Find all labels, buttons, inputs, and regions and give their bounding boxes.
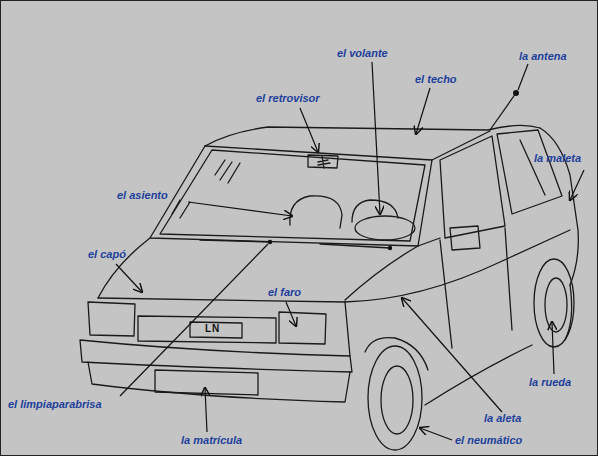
part-label: el capó <box>88 247 126 261</box>
part-label: el limpiaparabrisa <box>8 397 102 411</box>
part-label: la maleta <box>534 151 581 165</box>
part-label: el techo <box>415 72 457 86</box>
part-label: la antena <box>519 49 567 63</box>
part-label: el volante <box>337 46 388 60</box>
part-label: la aleta <box>484 411 521 425</box>
part-label: el neumático <box>455 433 522 447</box>
part-label: el faro <box>268 285 301 299</box>
part-label: el retrovisor <box>256 91 320 105</box>
part-label: el asiento <box>117 188 168 202</box>
plate-text: LN <box>205 323 220 334</box>
part-label: la rueda <box>529 375 571 389</box>
part-label: la matrícula <box>181 433 242 447</box>
